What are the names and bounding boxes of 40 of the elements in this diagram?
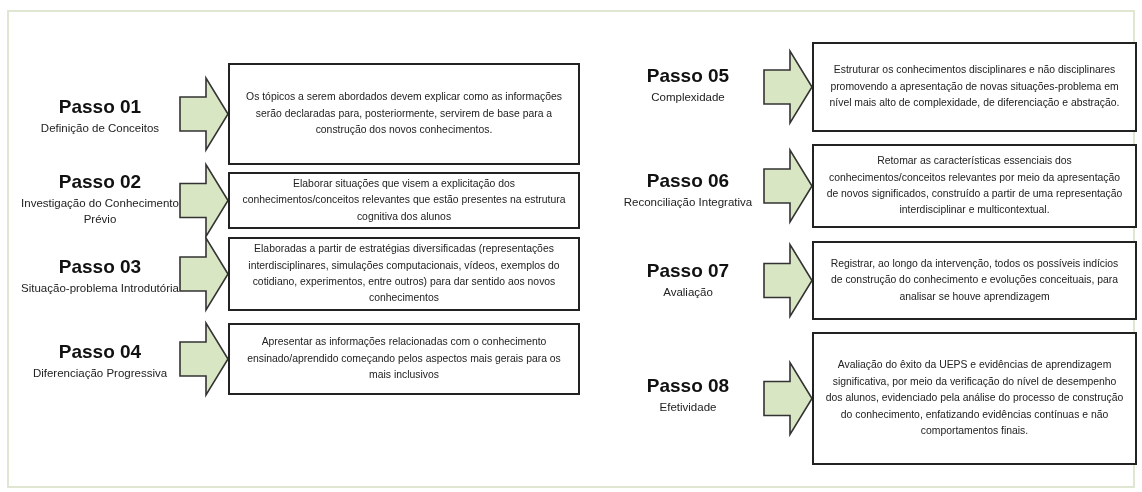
block-arrow xyxy=(179,75,229,153)
description-box xyxy=(228,323,580,395)
description-text: Avaliação do êxito da UEPS e evidências de aprendizagem significativa, por meio da verificação do nível de desempenho dos alunos, evidenciado pela análise do processo de construção do conhecimento, enfatizando evidências contínuas e não comportamentos finais. xyxy=(824,358,1125,439)
block-arrow xyxy=(763,147,813,225)
step-title: Passo 08 xyxy=(646,375,730,397)
description-text: Os tópicos a serem abordados devem explicar como as informações serão declaradas para, posteriormente, servirem de base para a construção dos novos conhecimentos. xyxy=(245,90,563,138)
description-box xyxy=(812,241,1137,320)
block-arrow xyxy=(763,241,813,320)
description-box xyxy=(812,42,1137,132)
block-arrow xyxy=(763,48,813,126)
step-title: Passo 06 xyxy=(646,170,730,192)
step-title: Passo 02 xyxy=(58,171,142,193)
block-arrow xyxy=(179,320,229,398)
step-title: Passo 04 xyxy=(58,341,142,363)
step-subtitle: Avaliação xyxy=(663,284,713,300)
description-text: Estruturar os conhecimentos disciplinares e não disciplinares promovendo a apresentação de novas situações-problema em nível mais alto de complexidade, de diferenciação e abstração. xyxy=(828,63,1121,111)
block-arrow xyxy=(763,359,813,438)
step-title: Passo 03 xyxy=(58,256,142,278)
description-text: Apresentar as informações relacionadas com o conhecimento ensinado/aprendido começando pelos aspectos mais gerais para os mais inclusivos xyxy=(246,335,562,383)
description-text: Elaborar situações que visem a explicitação dos conhecimentos/conceitos relevantes que estão presentes na estrutura cognitiva dos alunos xyxy=(241,176,567,224)
step-subtitle: Reconciliação Integrativa xyxy=(623,194,753,210)
description-box xyxy=(228,172,580,229)
description-box xyxy=(228,63,580,165)
step-subtitle: Definição de Conceitos xyxy=(40,120,160,136)
description-box xyxy=(812,144,1137,228)
description-text: Elaboradas a partir de estratégias diversificadas (representações interdisciplinares, simulações computacionais, vídeos, exemplos do cotidiano, experimentos, entre outros) para dar sentido aos novos conhecimentos xyxy=(247,242,561,306)
step-subtitle: Situação-problema Introdutória xyxy=(21,280,179,296)
step-subtitle: Investigação do Conhecimento Prévio xyxy=(20,195,180,227)
description-text: Retomar as características essenciais dos conhecimentos/conceitos relevantes por meio da apresentação de novos significados, construído a partir de uma representação interdisciplinar e multicontextual. xyxy=(825,154,1124,218)
step-title: Passo 05 xyxy=(646,65,730,87)
block-arrow xyxy=(179,235,229,313)
step-subtitle: Diferenciação Progressiva xyxy=(32,365,168,381)
description-box xyxy=(228,237,580,311)
step-title: Passo 07 xyxy=(646,260,730,282)
block-arrow xyxy=(179,161,229,240)
step-subtitle: Efetividade xyxy=(659,399,717,415)
step-subtitle: Complexidade xyxy=(651,89,725,105)
description-box xyxy=(812,332,1137,465)
step-title: Passo 01 xyxy=(58,96,142,118)
description-text: Registrar, ao longo da intervenção, todos os possíveis indícios de construção do conhecimento e evoluções conceituais, para analisar se houve aprendizagem xyxy=(829,256,1120,304)
